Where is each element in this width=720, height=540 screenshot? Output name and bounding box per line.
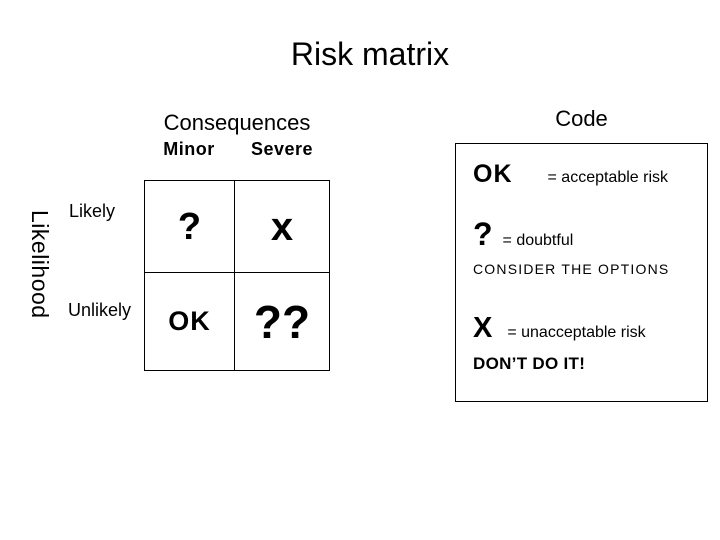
- matrix-cell-unlikely-minor: OK: [145, 273, 235, 370]
- legend-note-consider-options: CONSIDER THE OPTIONS: [473, 261, 670, 277]
- matrix-cell-likely-severe: x: [235, 181, 329, 273]
- consequences-axis-label: Consequences: [163, 110, 311, 135]
- legend-meaning-acceptable: = acceptable risk: [547, 169, 669, 186]
- matrix-cell-unlikely-severe: ??: [253, 295, 311, 348]
- column-header-severe: Severe: [250, 139, 314, 159]
- legend-meaning-unacceptable: = unacceptable risk: [507, 324, 646, 341]
- row-header-unlikely: Unlikely: [68, 300, 132, 320]
- legend-entry-unacceptable: X = unacceptable risk: [473, 314, 646, 343]
- legend-heading: Code: [555, 106, 608, 131]
- legend-meaning-doubtful: = doubtful: [502, 232, 574, 249]
- legend-symbol-ok: OK: [473, 160, 513, 188]
- likelihood-axis-label: Likelihood: [27, 210, 53, 319]
- legend-note-dont-do-it: DON’T DO IT!: [473, 354, 586, 373]
- page-title: Risk matrix: [290, 36, 450, 72]
- risk-matrix-grid: ? x OK ??: [144, 180, 330, 371]
- legend-box: OK = acceptable risk ? = doubtful CONSID…: [455, 143, 708, 402]
- legend-entry-doubtful: ? = doubtful: [473, 218, 573, 250]
- matrix-cell-likely-minor: ?: [145, 181, 235, 273]
- column-header-minor: Minor: [163, 139, 215, 159]
- row-header-likely: Likely: [69, 201, 116, 221]
- legend-entry-acceptable: OK = acceptable risk: [473, 162, 668, 187]
- legend-symbol-x: X: [473, 312, 493, 344]
- legend-symbol-question: ?: [473, 216, 493, 252]
